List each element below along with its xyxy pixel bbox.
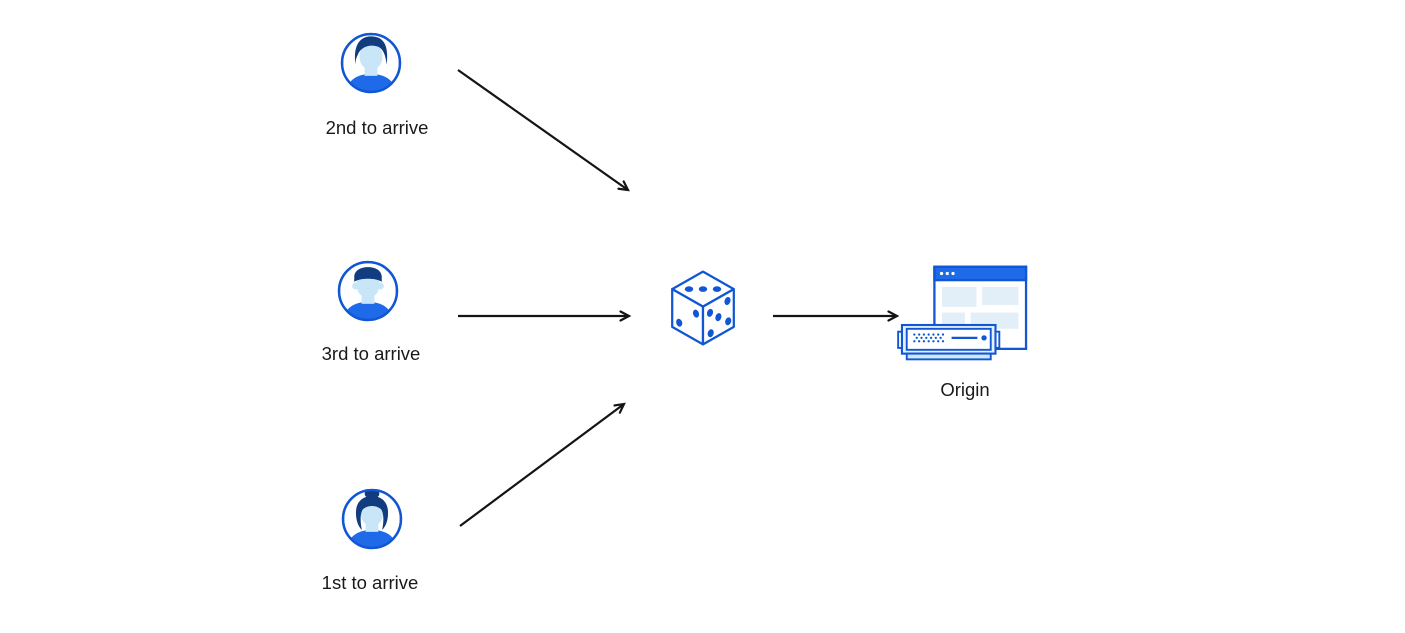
arrow-1st-to-dice [459,402,626,527]
dice-node [668,266,738,355]
arrow-2nd-to-dice [457,69,630,192]
user-node-3rd-to-arrive [335,258,401,324]
user-avatar-man-swept-hair-icon [340,32,402,94]
user-node-1st-to-arrive [339,486,405,552]
server-vent-dots [913,333,945,343]
user-node-2nd-to-arrive [338,30,404,96]
origin-node [897,262,1031,372]
browser-window-and-server-icon [897,265,1028,361]
user-avatar-woman-bun-icon [341,488,403,550]
user-label-3rd-to-arrive: 3rd to arrive [321,343,421,364]
user-avatar-man-flat-hair-icon [337,260,399,322]
origin-label: Origin [940,379,990,400]
dice-icon [671,270,735,346]
user-label-2nd-to-arrive: 2nd to arrive [325,117,429,138]
user-label-1st-to-arrive: 1st to arrive [321,572,419,593]
